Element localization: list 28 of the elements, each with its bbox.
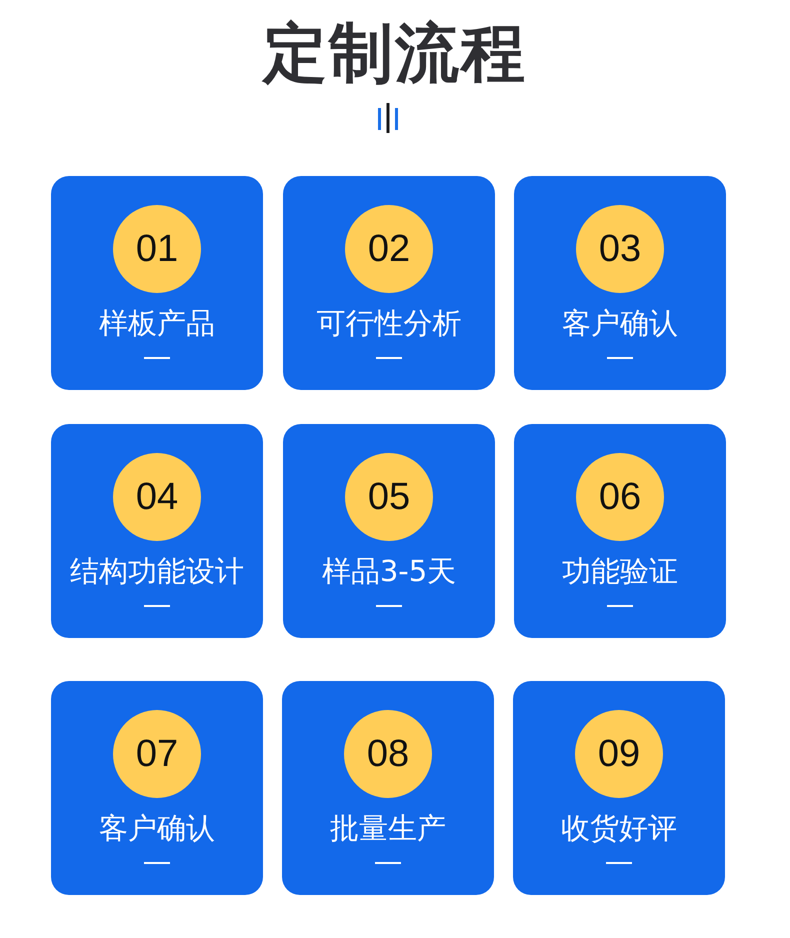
step-label: 客户确认 bbox=[99, 811, 215, 845]
number-circle: 03 bbox=[576, 205, 664, 293]
step-card bbox=[513, 681, 725, 895]
number-circle: 04 bbox=[113, 453, 201, 541]
number-circle: 07 bbox=[113, 710, 201, 798]
step-card bbox=[51, 176, 263, 390]
title: 定制流程 bbox=[263, 17, 527, 91]
step-card bbox=[282, 681, 494, 895]
number-circle: 08 bbox=[344, 710, 432, 798]
step-label: 收货好评 bbox=[561, 811, 677, 845]
step-label: 样板产品 bbox=[99, 306, 215, 340]
step-label: 可行性分析 bbox=[316, 306, 462, 340]
number-circle: 01 bbox=[113, 205, 201, 293]
step-card bbox=[514, 176, 726, 390]
number-circle: 02 bbox=[345, 205, 433, 293]
step-label: 功能验证 bbox=[562, 554, 678, 588]
step-label: 结构功能设计 bbox=[70, 554, 244, 588]
number-circle: 05 bbox=[345, 453, 433, 541]
step-label: 样品3-5天 bbox=[322, 554, 456, 588]
step-card bbox=[51, 681, 263, 895]
step-card bbox=[51, 424, 263, 638]
step-label: 批量生产 bbox=[330, 811, 446, 845]
step-card bbox=[283, 176, 495, 390]
number-circle: 09 bbox=[575, 710, 663, 798]
step-card bbox=[283, 424, 495, 638]
step-label: 客户确认 bbox=[562, 306, 678, 340]
step-card bbox=[514, 424, 726, 638]
number-circle: 06 bbox=[576, 453, 664, 541]
